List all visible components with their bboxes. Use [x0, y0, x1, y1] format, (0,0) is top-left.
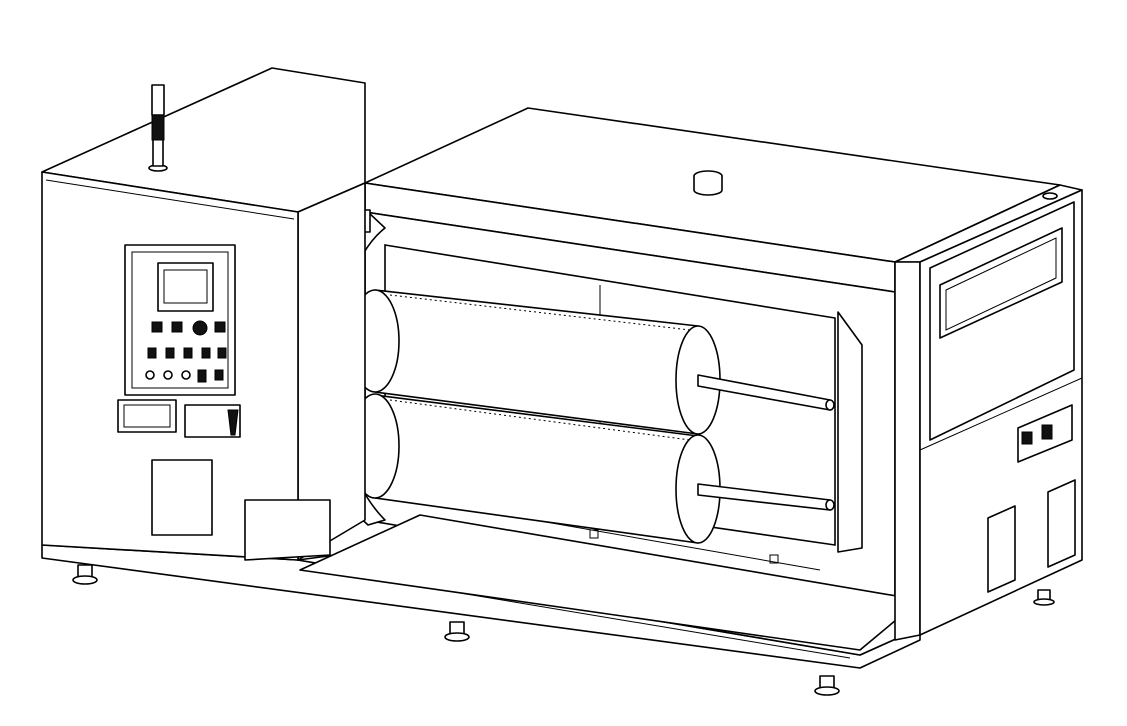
right-cabinet [894, 184, 1083, 641]
control-panel [117, 244, 241, 438]
foot [1033, 589, 1055, 606]
foot [444, 621, 470, 642]
buttons-row-3 [145, 369, 224, 383]
upper-roller [350, 289, 835, 435]
buttons-row-2 [147, 347, 227, 359]
foot [814, 675, 840, 696]
buttons-row-1 [151, 320, 226, 336]
leveling-feet [72, 564, 1055, 696]
foot [72, 564, 98, 585]
viewing-window [939, 227, 1063, 339]
signal-tower [148, 84, 168, 172]
